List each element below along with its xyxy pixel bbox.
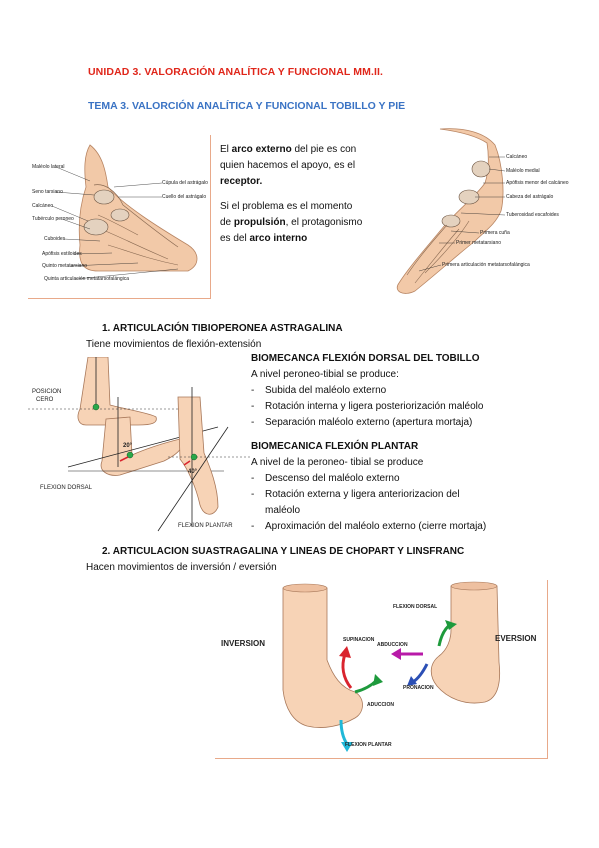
label-calcaneo: Calcáneo	[32, 203, 54, 209]
dorsal-item: Separación maléolo externo (apertura mor…	[251, 415, 551, 431]
label-maleolo-lateral: Maléolo lateral	[32, 164, 65, 170]
label-cero: CERO	[36, 397, 54, 403]
label-primera-cuna: Primera cuña	[480, 230, 510, 236]
section1-heading: 1. ARTICULACIÓN TIBIOPERONEA ASTRAGALINA	[102, 323, 343, 334]
intro-line-6: es del arco interno	[220, 233, 308, 244]
inversion-eversion-figure: INVERSION EVERSION SUPINACION ADUCCION F…	[215, 580, 548, 759]
label-supinacion: SUPINACION	[343, 637, 375, 643]
label-flexion-plantar-s2: FLEXION PLANTAR	[345, 742, 392, 748]
label-angle-20: 20°	[123, 443, 133, 449]
intro-text: El arco externo del pie es con quien hac…	[220, 142, 380, 247]
unit-title: UNIDAD 3. VALORACIÓN ANALÍTICA Y FUNCION…	[88, 66, 384, 78]
plantar-intro: A nivel de la peroneo- tibial se produce	[251, 457, 424, 468]
plantar-item: Aproximación del maléolo externo (cierre…	[251, 519, 519, 535]
plantar-list: Descenso del maléolo externo Rotación ex…	[251, 471, 519, 535]
section2-heading: 2. ARTICULACION SUASTRAGALINA Y LINEAS D…	[102, 546, 465, 557]
lateral-foot-illustration	[51, 144, 198, 280]
label-angle-40: 40°	[188, 469, 198, 475]
label-apofisis-estiloides: Apófisis estiloides	[42, 251, 82, 257]
plantar-item: Descenso del maléolo externo	[251, 471, 519, 487]
intro-line-5: de propulsión, el protagonismo	[220, 217, 363, 228]
dorsal-item: Rotación interna y ligera posteriorizaci…	[251, 399, 551, 415]
label-seno-tarsiano: Seno tarsiano	[32, 189, 63, 195]
label-inversion: INVERSION	[221, 639, 266, 648]
topic-title: TEMA 3. VALORCIÓN ANALÍTICA Y FUNCIONAL …	[88, 100, 406, 112]
dorsal-item: Subida del maléolo externo	[251, 383, 551, 399]
label-flexion-dorsal-s2: FLEXION DORSAL	[393, 604, 438, 610]
intro-line-2: quien hacemos el apoyo, es el	[220, 160, 356, 171]
section2-subtitle: Hacen movimientos de inversión / eversió…	[86, 562, 277, 573]
label-quinta-articulacion: Quinta articulación metatarsofalángica	[44, 276, 130, 282]
label-posicion: POSICION	[32, 389, 62, 395]
label-apofisis-menor: Apófisis menor del calcáneo	[506, 180, 569, 186]
plantar-item: Rotación externa y ligera anteriorizacio…	[251, 487, 497, 519]
label-primera-articulacion: Primera articulación metatarsofalángica	[442, 262, 530, 268]
medial-foot-illustration	[396, 128, 506, 294]
label-tuberosidad-escafoides: Tuberosidad escafoides	[506, 212, 559, 218]
label-aduccion: ADUCCION	[367, 702, 394, 708]
intro-line-1: El arco externo del pie es con	[220, 144, 357, 155]
section1-subtitle: Tiene movimientos de flexión-extensión	[86, 339, 262, 350]
intro-line-4: Si el problema es el momento	[220, 201, 353, 212]
dorsal-heading: BIOMECANCA FLEXIÓN DORSAL DEL TOBILLO	[251, 353, 480, 364]
label-cuello-astragalo: Cuello del astrágalo	[162, 194, 207, 200]
label-cupula-astragalo: Cúpula del astrágalo	[162, 180, 208, 186]
medial-foot-figure: Calcáneo Maléolo medial Apófisis menor d…	[385, 125, 570, 303]
label-tuberculo-peroneo: Tubérculo peroneo	[32, 216, 74, 222]
label-maleolo-medial: Maléolo medial	[506, 168, 540, 174]
label-flexion-plantar: FLEXION PLANTAR	[178, 523, 233, 529]
label-abduccion: ABDUCCION	[377, 642, 408, 648]
label-cuboides: Cuboides	[44, 236, 66, 242]
label-calcaneo-medial: Calcáneo	[506, 154, 528, 160]
label-flexion-dorsal: FLEXION DORSAL	[40, 485, 93, 491]
label-cabeza-astragalo: Cabeza del astrágalo	[506, 194, 554, 200]
label-quinto-metatarsiano: Quinto metatarsiano	[42, 263, 88, 269]
label-eversion: EVERSION	[495, 634, 537, 643]
label-pronacion: PRONACION	[403, 685, 434, 691]
dorsal-flexion-block: BIOMECANCA FLEXIÓN DORSAL DEL TOBILLO A …	[251, 351, 551, 431]
lateral-foot-figure: Maléolo lateral Seno tarsiano Calcáneo T…	[28, 135, 211, 299]
inversion-eversion-illustration	[282, 581, 501, 752]
label-primer-metatarsiano: Primer metatarsiano	[456, 240, 502, 246]
dorsal-list: Subida del maléolo externo Rotación inte…	[251, 383, 551, 431]
ankle-flexion-illustration	[28, 356, 250, 532]
intro-line-3: receptor.	[220, 176, 263, 187]
ankle-flexion-figure: POSICION CERO 20° 40° FLEXION DORSAL FLE…	[28, 356, 250, 535]
plantar-heading: BIOMECANICA FLEXIÓN PLANTAR	[251, 441, 419, 452]
dorsal-intro: A nivel peroneo-tibial se produce:	[251, 369, 399, 380]
plantar-flexion-block: BIOMECANICA FLEXIÓN PLANTAR A nivel de l…	[251, 439, 519, 535]
